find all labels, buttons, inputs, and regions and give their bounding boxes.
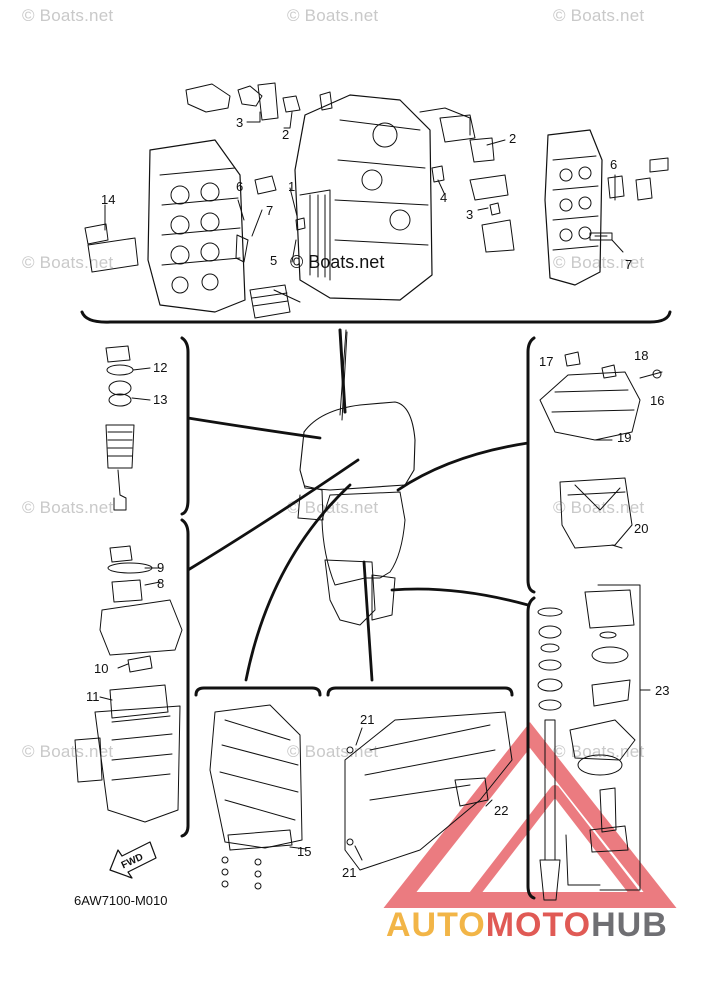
callout-12: 12	[153, 360, 168, 375]
callout-11: 11	[86, 689, 100, 704]
callout-14: 14	[101, 192, 116, 207]
callout-1: 1	[288, 179, 296, 194]
brand-auto: AUTO	[386, 906, 486, 944]
callout-17: 17	[539, 354, 554, 369]
cylinder-head-right	[544, 129, 603, 286]
oil-filter	[249, 284, 291, 319]
bracket-bottom-middle	[194, 686, 322, 697]
engine-watermark: © Boats.net	[290, 252, 385, 272]
watermark-bottom-left: © Boats.net	[22, 742, 114, 761]
bracket-left-lower	[180, 518, 190, 838]
callout-6: 6	[610, 157, 618, 172]
callout-21: 21	[342, 865, 357, 880]
watermark-lower-center: © Boats.net	[287, 498, 379, 517]
watermark-lower-right: © Boats.net	[553, 498, 645, 517]
watermark-lower-left: © Boats.net	[22, 498, 114, 517]
brand-triangle-logo	[383, 722, 677, 908]
callout-7: 7	[625, 257, 633, 272]
callout-21: 21	[360, 712, 375, 727]
callout-9: 9	[157, 560, 165, 575]
callout-7: 7	[266, 203, 274, 218]
callout-4: 4	[440, 190, 448, 205]
callout-3: 3	[236, 115, 244, 130]
fwd-arrow-icon	[109, 841, 157, 879]
watermark-top-center: © Boats.net	[287, 6, 379, 25]
watermark-top-left: © Boats.net	[22, 6, 114, 25]
callout-13: 13	[153, 392, 168, 407]
outboard-cowling	[299, 401, 416, 491]
callout-19: 19	[617, 430, 632, 445]
callout-2: 2	[282, 127, 290, 142]
callout-20: 20	[634, 521, 649, 536]
callout-6: 6	[236, 179, 244, 194]
brand-hub: HUB	[591, 906, 668, 944]
watermark-mid-center: © Boats.net	[553, 742, 645, 761]
brand-logo-text: AUTOMOTOHUB	[386, 906, 668, 945]
callout-3: 3	[466, 207, 474, 222]
callout-5: 5	[270, 253, 278, 268]
bracket-right-lower	[526, 596, 536, 900]
bracket-left-upper	[180, 336, 190, 516]
watermark-mid-right: © Boats.net	[553, 253, 645, 272]
cylinder-head-left	[147, 139, 246, 313]
callout-2: 2	[509, 131, 517, 146]
callout-23: 23	[655, 683, 670, 698]
watermark-bottom-center: © Boats.net	[287, 742, 379, 761]
callout-10: 10	[94, 661, 109, 676]
bracket-top	[80, 310, 672, 324]
diagram-code: 6AW7100-M010	[74, 893, 168, 908]
callout-18: 18	[634, 348, 649, 363]
brand-moto: MOTO	[485, 906, 592, 944]
bracket-right-upper	[526, 336, 536, 594]
bracket-bottom-right	[326, 686, 514, 697]
cylinder-block	[294, 94, 433, 301]
callout-15: 15	[297, 844, 312, 859]
callout-16: 16	[650, 393, 665, 408]
callout-22: 22	[494, 803, 509, 818]
watermark-top-right: © Boats.net	[553, 6, 645, 25]
callout-8: 8	[157, 576, 165, 591]
